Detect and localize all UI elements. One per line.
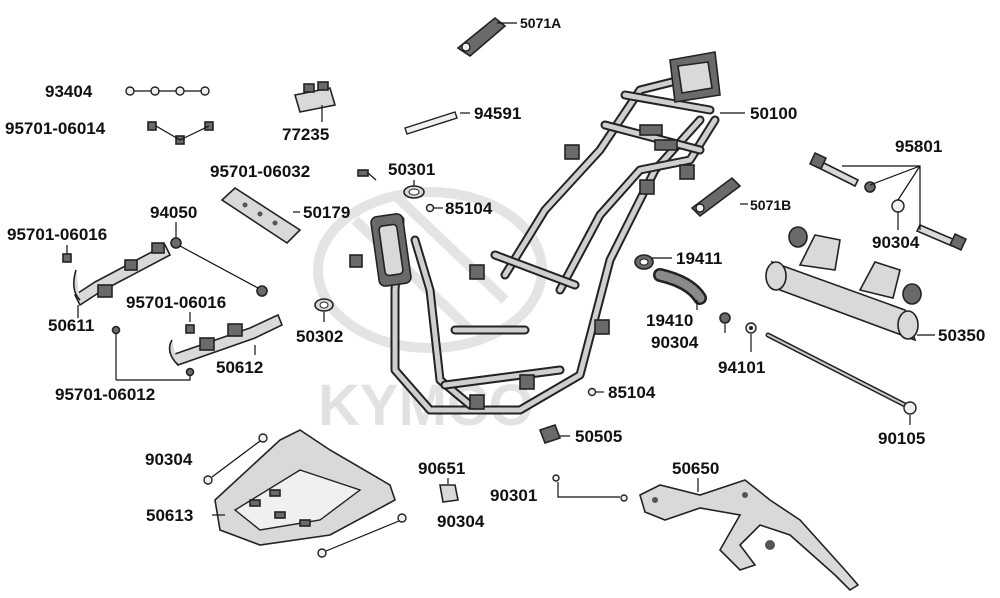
label-95801: 95801 xyxy=(895,137,942,156)
washers-90304-lower-left xyxy=(203,433,268,485)
label-95701-06016-center: 95701-06016 xyxy=(126,293,226,312)
clamp-19411 xyxy=(634,254,654,270)
label-5071B: 5071B xyxy=(750,197,791,213)
washer-94101 xyxy=(745,322,757,334)
label-90301: 90301 xyxy=(490,486,537,505)
watermark-logo: KYMCO xyxy=(313,187,547,438)
hose-19410 xyxy=(653,268,707,305)
bolt-group-95701-06014 xyxy=(147,121,214,145)
leader-lines xyxy=(66,22,935,516)
label-85104-top: 85104 xyxy=(445,199,493,218)
label-77235: 77235 xyxy=(282,125,329,144)
label-50650: 50650 xyxy=(672,459,719,478)
label-50100: 50100 xyxy=(750,104,797,123)
label-90304-right: 90304 xyxy=(872,233,920,252)
label-19410: 19410 xyxy=(646,311,693,330)
label-94101: 94101 xyxy=(718,358,765,377)
label-95701-06016-left: 95701-06016 xyxy=(7,225,107,244)
bolt-row-93404 xyxy=(125,86,210,96)
bracket-5071B xyxy=(690,176,742,218)
main-frame xyxy=(349,51,721,415)
part-labels: 5071A 93404 95701-06014 77235 94591 5010… xyxy=(5,15,985,531)
label-90105: 90105 xyxy=(878,429,925,448)
label-94591: 94591 xyxy=(474,104,521,123)
label-93404: 93404 xyxy=(45,82,93,101)
engine-hanger-50350 xyxy=(765,226,922,342)
under-cover-50613 xyxy=(214,429,396,546)
ring-50302 xyxy=(314,298,334,312)
grommet-94050 xyxy=(170,237,268,297)
label-90651: 90651 xyxy=(418,459,465,478)
ring-50301 xyxy=(403,185,425,199)
label-90304-lower-left: 90304 xyxy=(145,450,193,469)
label-5071A: 5071A xyxy=(520,15,561,31)
nut-85104-top xyxy=(425,203,435,213)
label-50611: 50611 xyxy=(48,316,94,335)
nut-85104-bottom xyxy=(587,387,597,397)
bolt-95701-06012 xyxy=(111,325,195,377)
label-50179: 50179 xyxy=(303,203,350,222)
label-95701-06032: 95701-06032 xyxy=(210,162,310,181)
clip-77235 xyxy=(293,81,337,113)
label-90304-lower: 90304 xyxy=(437,512,485,531)
long-bolt-90105 xyxy=(765,332,917,415)
label-50301: 50301 xyxy=(388,160,435,179)
label-85104-bottom: 85104 xyxy=(608,383,656,402)
bracket-50612 xyxy=(168,313,284,366)
label-95701-06014: 95701-06014 xyxy=(5,119,106,138)
bolt-95701-06016-left xyxy=(62,253,72,263)
label-50612: 50612 xyxy=(216,358,263,377)
washer-90304-center xyxy=(719,312,731,324)
clip-90651 xyxy=(439,484,459,503)
plate-50179 xyxy=(220,186,302,245)
label-19411: 19411 xyxy=(676,249,722,268)
bracket-50611 xyxy=(72,242,172,307)
bracket-5071A xyxy=(456,16,507,58)
bolt-95701-06032 xyxy=(357,169,377,181)
label-50302: 50302 xyxy=(296,327,343,346)
block-50505 xyxy=(538,423,562,445)
label-50505: 50505 xyxy=(575,427,622,446)
label-90304-center: 90304 xyxy=(651,333,699,352)
label-94050: 94050 xyxy=(150,203,197,222)
label-50350: 50350 xyxy=(938,326,985,345)
strip-94591 xyxy=(404,111,458,135)
bolt-95701-06016-center xyxy=(185,324,195,334)
label-50613: 50613 xyxy=(146,506,193,525)
washers-90304-lower xyxy=(317,513,407,558)
label-95701-06012: 95701-06012 xyxy=(55,385,155,404)
bolt-90301 xyxy=(552,474,628,502)
rear-bracket-50650 xyxy=(639,479,860,592)
